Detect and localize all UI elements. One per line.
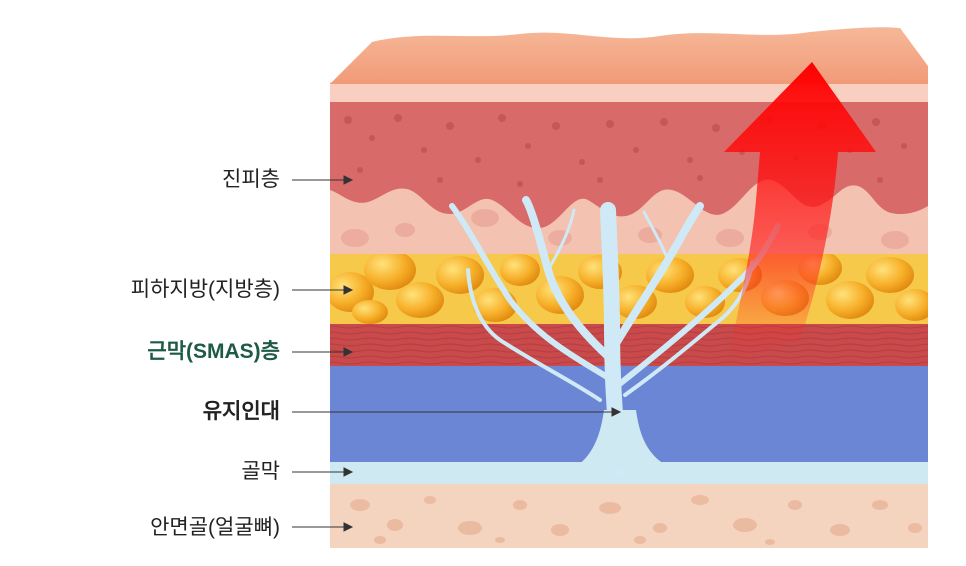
label-smas: 근막(SMAS)층: [147, 340, 280, 363]
lifting-up-arrow-icon: [724, 62, 876, 362]
bone-pores: [350, 495, 922, 545]
label-dermis: 진피층: [222, 168, 280, 191]
label-retaining-ligament: 유지인대: [202, 400, 280, 423]
epidermis-layer: [330, 27, 928, 84]
leader-lines: [292, 175, 622, 532]
label-facial-bone: 안면골(얼굴뼈): [150, 516, 280, 539]
ligament-root: [570, 410, 676, 470]
label-subcutaneous-fat: 피하지방(지방층): [130, 278, 280, 301]
label-periosteum: 골막: [241, 460, 280, 483]
bone-layer: [330, 482, 928, 548]
